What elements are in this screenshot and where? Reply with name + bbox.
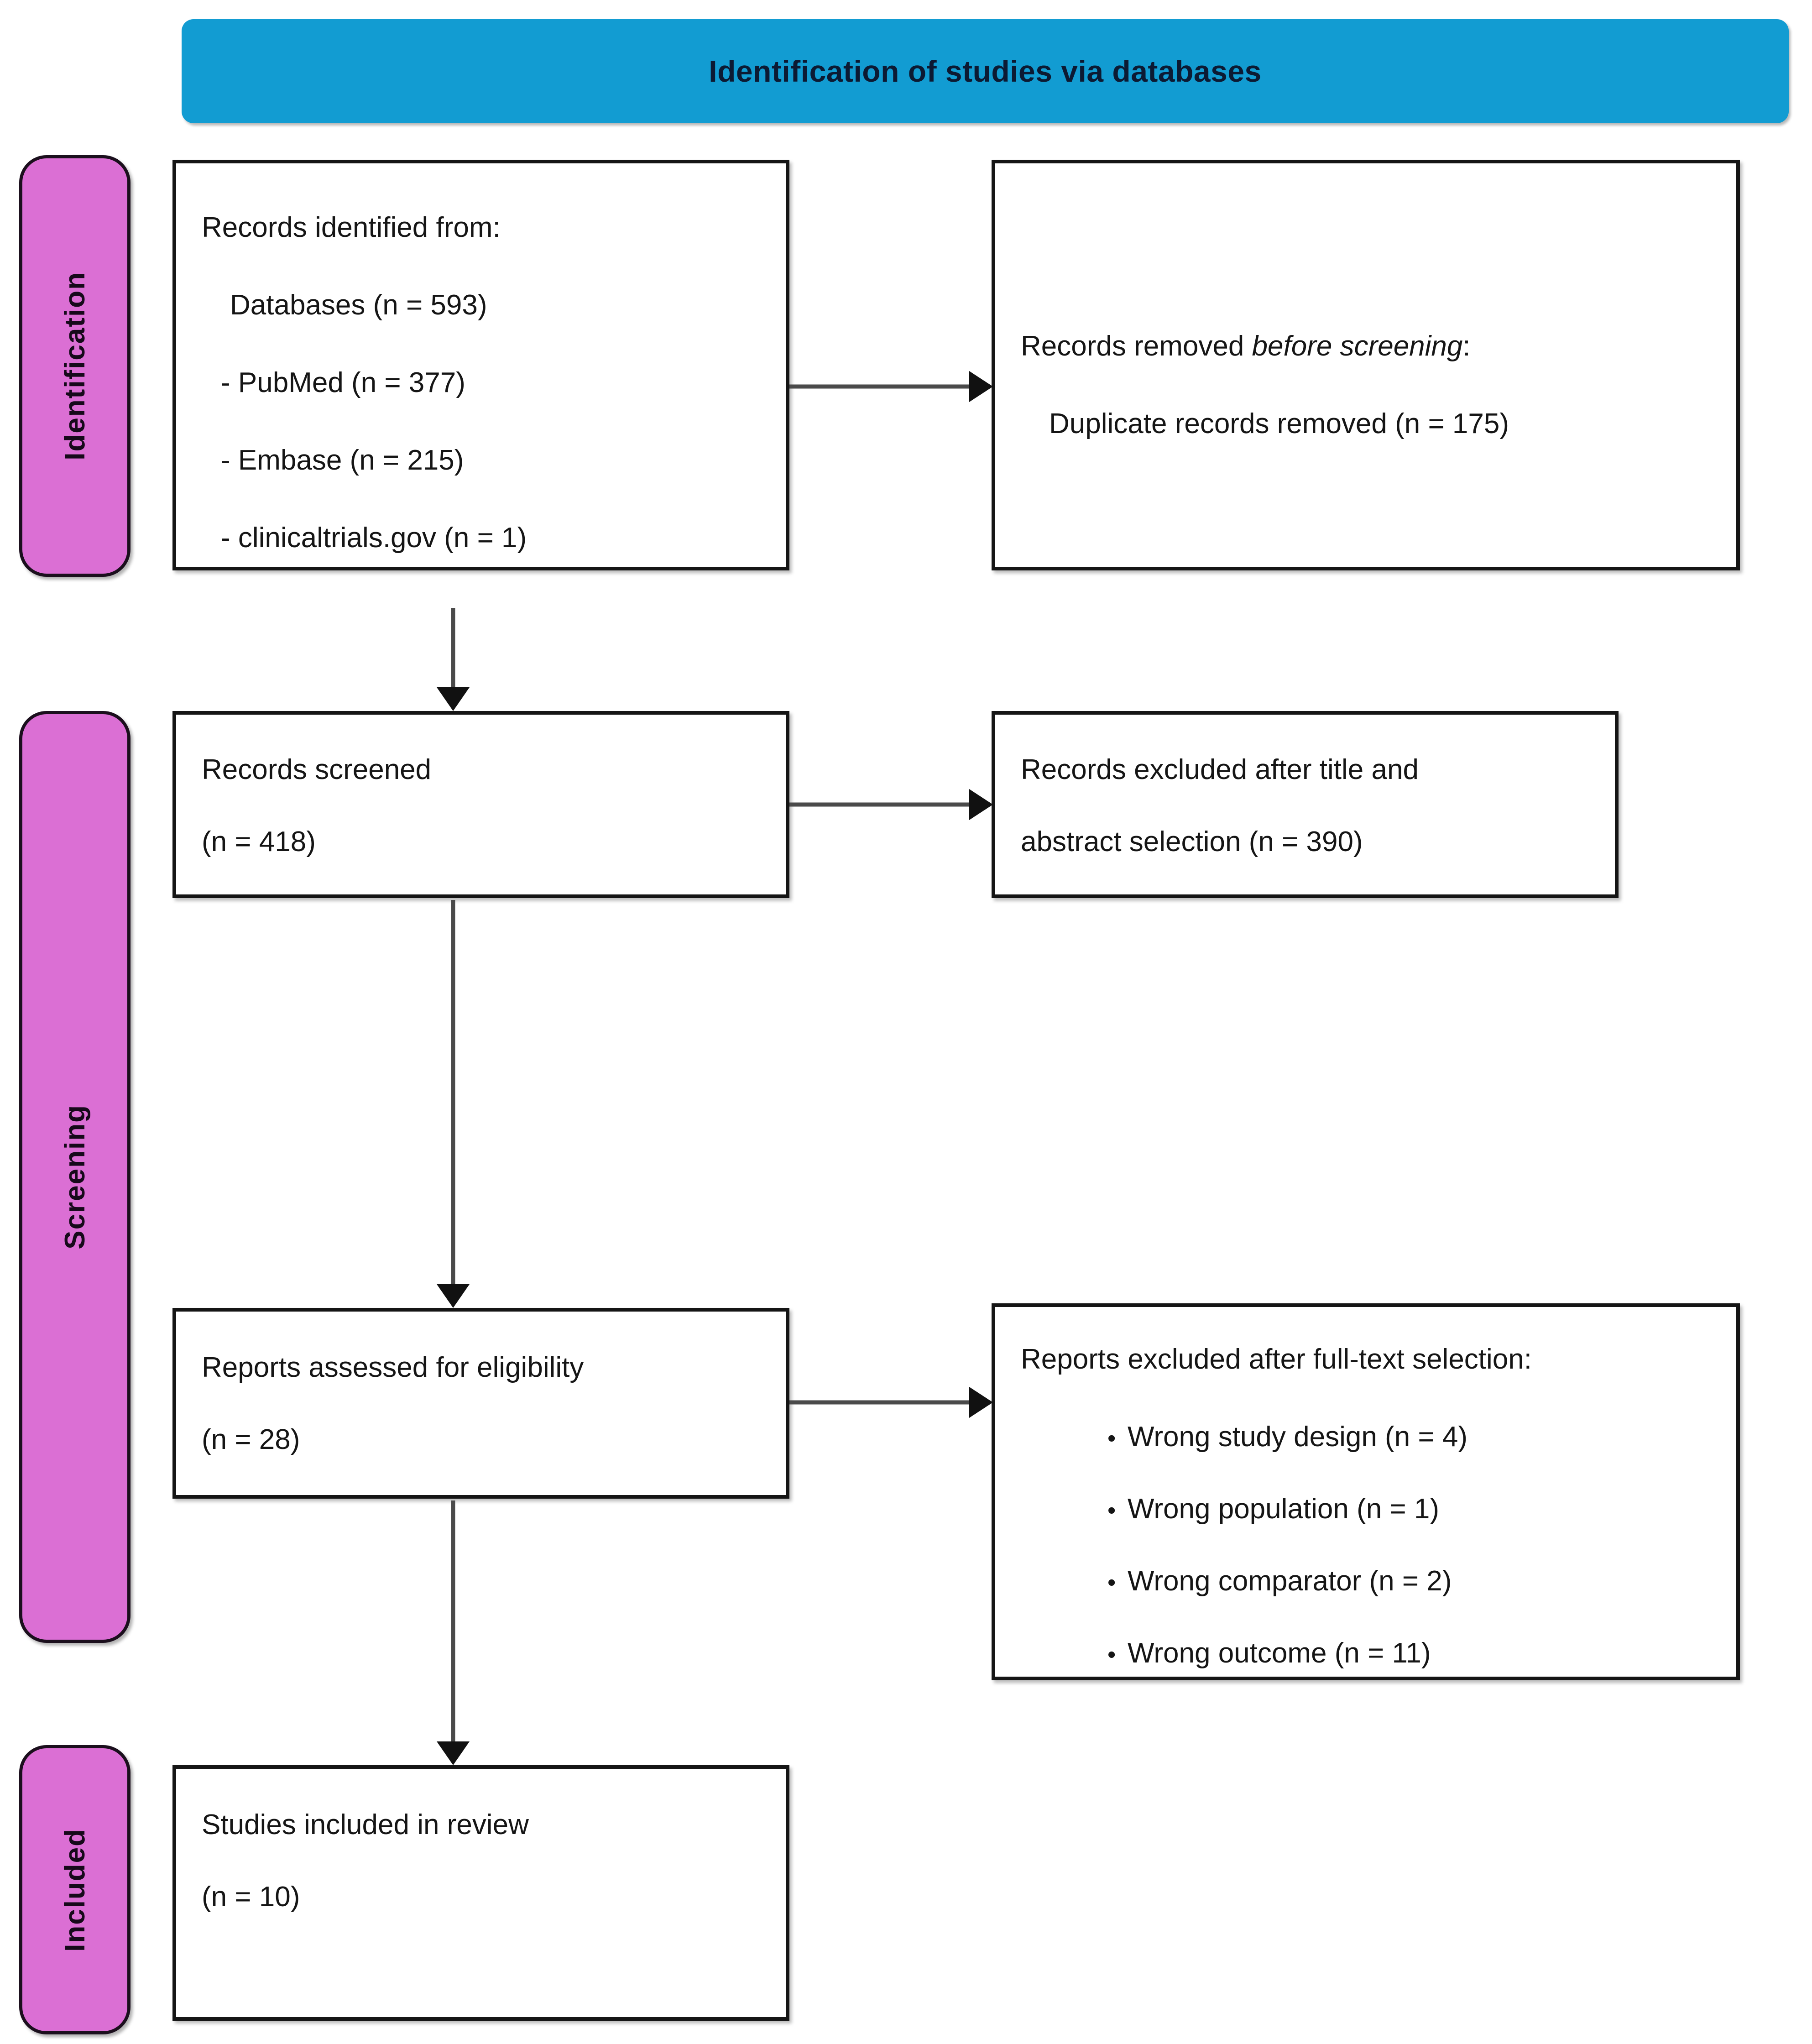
records-excluded-ta-line1: Records excluded after title and [1021,754,1419,785]
records-screened-count: (n = 418) [202,826,316,857]
arrow-head-icon [437,687,470,711]
phase-sidebar-screening: Screening [19,711,131,1643]
box-records-removed-before-screening: Records removed before screening: Duplic… [992,160,1740,570]
studies-included-label: Studies included in review [202,1809,529,1840]
arrow-shaft [451,608,455,687]
reports-assessed-count: (n = 28) [202,1424,300,1455]
reason-wrong-study-design: Wrong study design (n = 4) [1128,1421,1467,1453]
bullet-icon: • [1107,1641,1116,1668]
records-identified-source-embase: - Embase (n = 215) [221,444,464,476]
records-excluded-ta-line2: abstract selection (n = 390) [1021,826,1363,857]
header-title: Identification of studies via databases [709,54,1262,88]
bullet-icon: • [1107,1569,1116,1596]
arrow-head-icon [969,371,993,402]
arrow-identified-to-screened [437,608,470,711]
arrow-head-icon [969,789,993,820]
records-removed-heading: Records removed before screening: [1021,332,1718,361]
arrow-shaft [451,900,455,1284]
records-identified-source-clinicaltrials: - clinicaltrials.gov (n = 1) [221,522,527,554]
arrow-screened-to-eligibility [437,900,470,1308]
header-banner: Identification of studies via databases [182,19,1789,123]
arrow-shaft [789,802,969,807]
box-reports-excluded-fulltext: Reports excluded after full-text selecti… [992,1303,1740,1680]
box-reports-assessed-eligibility: Reports assessed for eligibility (n = 28… [172,1308,789,1499]
arrow-identified-to-removed [789,371,993,403]
bullet-icon: • [1107,1497,1116,1524]
box-records-excluded-title-abstract: Records excluded after title and abstrac… [992,711,1619,898]
bullet-icon: • [1107,1425,1116,1452]
phase-label-included: Included [59,1828,91,1952]
phase-sidebar-identification: Identification [19,155,131,577]
arrow-head-icon [969,1387,993,1418]
reason-wrong-population: Wrong population (n = 1) [1128,1493,1439,1525]
phase-label-screening: Screening [59,1104,91,1249]
records-identified-heading: Records identified from: [202,212,501,243]
arrow-shaft [789,384,969,389]
arrow-eligibility-to-included [437,1500,470,1765]
reason-wrong-outcome: Wrong outcome (n = 11) [1128,1637,1431,1669]
list-item: • Wrong study design (n = 4) [1021,1423,1718,1451]
phase-sidebar-included: Included [19,1745,131,2034]
reason-wrong-comparator: Wrong comparator (n = 2) [1128,1565,1452,1597]
records-removed-heading-italic: before screening [1252,330,1463,362]
duplicate-records-removed: Duplicate records removed (n = 175) [1049,408,1509,439]
arrow-screened-to-excluded [789,789,993,821]
box-records-identified: Records identified from: Databases (n = … [172,160,789,570]
arrow-head-icon [437,1284,470,1308]
box-studies-included: Studies included in review (n = 10) [172,1765,789,2021]
list-item: • Wrong population (n = 1) [1021,1495,1718,1523]
arrow-shaft [789,1400,969,1405]
box-records-screened: Records screened (n = 418) [172,711,789,898]
reports-excluded-ft-heading: Reports excluded after full-text selecti… [1021,1343,1532,1375]
records-identified-databases: Databases (n = 593) [230,289,487,321]
list-item: • Wrong comparator (n = 2) [1021,1567,1718,1595]
studies-included-count: (n = 10) [202,1881,300,1913]
reports-assessed-label: Reports assessed for eligibility [202,1352,584,1383]
arrow-shaft [451,1500,455,1741]
arrow-head-icon [437,1741,470,1765]
records-screened-label: Records screened [202,754,432,785]
records-removed-heading-plain: Records removed [1021,330,1252,362]
records-removed-heading-suffix: : [1462,330,1471,362]
list-item: • Wrong outcome (n = 11) [1021,1639,1718,1668]
phase-label-identification: Identification [59,272,91,460]
arrow-eligibility-to-excluded-fulltext [789,1386,993,1418]
records-identified-source-pubmed: - PubMed (n = 377) [221,367,465,398]
